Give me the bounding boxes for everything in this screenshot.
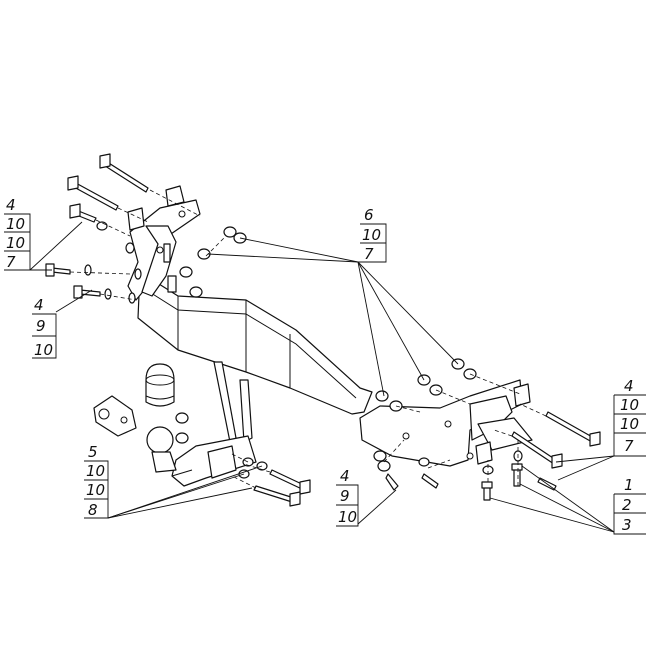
- callout-right-top-row-2: 10: [620, 396, 639, 414]
- callout-left-bottom-row-4: 8: [88, 501, 98, 519]
- callout-left-bottom: 5 10 10 8: [84, 443, 109, 519]
- callout-left-bottom-row-1: 5: [88, 443, 98, 461]
- callout-center-bottom-row-1: 4: [340, 467, 350, 485]
- callout-left-top-row-3: 10: [6, 234, 25, 252]
- callout-right-bottom-row-2: 2: [622, 496, 632, 514]
- callout-center-top-row-3: 7: [364, 245, 374, 263]
- tow-ball-arm: [146, 361, 257, 487]
- callout-right-bottom: 1 2 3: [613, 476, 646, 535]
- callout-right-top-row-4: 7: [624, 437, 634, 455]
- callout-center-top-row-1: 6: [364, 206, 374, 224]
- callout-right-bottom-row-3: 3: [622, 516, 632, 534]
- callout-left-bottom-row-2: 10: [86, 462, 105, 480]
- assembly-axis-lines: [69, 189, 547, 489]
- callout-center-bottom-row-2: 9: [340, 487, 350, 505]
- callout-left-mid: 4 9 10: [32, 296, 57, 359]
- callout-center-bottom-row-3: 10: [338, 508, 357, 526]
- callout-center-top: 6 10 7: [358, 206, 387, 263]
- crossbar-beam: [137, 271, 373, 415]
- callout-left-top-row-2: 10: [6, 215, 25, 233]
- callout-left-mid-row-2: 9: [36, 317, 46, 335]
- callout-right-top-row-3: 10: [620, 415, 639, 433]
- callout-left-top-row-4: 7: [6, 253, 16, 271]
- callout-right-top-row-1: 4: [624, 377, 634, 395]
- leader-lines: [29, 221, 615, 533]
- right-mounting-bracket: [359, 379, 533, 467]
- nuts-and-washers: [84, 221, 523, 479]
- callout-left-top-row-1: 4: [6, 196, 16, 214]
- callout-left-bottom-row-3: 10: [86, 481, 105, 499]
- bolts: [45, 153, 601, 507]
- callout-right-top: 4 10 10 7: [613, 377, 646, 457]
- callout-center-top-row-2: 10: [362, 226, 381, 244]
- callout-left-mid-row-3: 10: [34, 341, 53, 359]
- callout-center-bottom: 4 9 10: [336, 467, 359, 527]
- callout-right-bottom-row-1: 1: [624, 476, 634, 494]
- ball-cover-cap: [145, 363, 175, 407]
- socket-plate: [93, 395, 137, 437]
- callout-left-mid-row-1: 4: [34, 296, 44, 314]
- left-mounting-bracket: [127, 185, 201, 301]
- callout-left-top: 4 10 10 7: [4, 196, 31, 271]
